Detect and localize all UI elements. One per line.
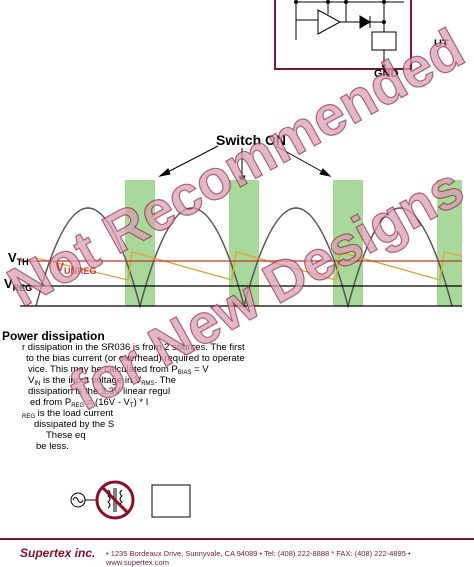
vth-label: VTH xyxy=(8,250,29,267)
vunreg-label: VUNREG xyxy=(56,260,97,276)
ut-label: UT xyxy=(434,38,449,50)
prohibition-icon xyxy=(95,480,135,520)
body-line-7: REG is the load current xyxy=(22,408,114,420)
band-2 xyxy=(229,180,259,306)
footer: Supertex inc. • 1235 Bordeaux Drive, Sun… xyxy=(0,538,474,567)
body-line-9: These eq xyxy=(46,430,86,441)
band-4 xyxy=(437,180,462,306)
waveform-diagram xyxy=(20,145,463,309)
body-line-8: dissipated by the S xyxy=(34,419,115,430)
body-line-5: dissipation is the 3.3V linear regul xyxy=(28,386,171,397)
body-line-1: r dissipation in the SR036 is from 2 sou… xyxy=(22,342,245,353)
band-1 xyxy=(125,180,155,306)
arrow-left xyxy=(159,145,219,177)
load-box xyxy=(151,484,191,518)
body-line-2: to the bias current (or overhead) requir… xyxy=(26,353,245,364)
circuit-frame xyxy=(274,0,412,70)
vunreg-sawtooth xyxy=(35,251,463,281)
body-line-3: vice. This may be calculated from PBIAS … xyxy=(28,364,209,376)
body-line-4: VIN is the input voltage in VRMS. The xyxy=(28,375,177,387)
body-line-6: ed from PREG = (16V - VT) * I xyxy=(30,397,149,409)
switch-on-label: Switch ON xyxy=(216,132,287,148)
body-line-10: be less. xyxy=(36,441,69,452)
band-3 xyxy=(333,180,363,306)
circuit-schematic xyxy=(294,0,404,68)
arrow-right xyxy=(275,145,331,177)
footer-address: • 1235 Bordeaux Drive, Sunnyvale, CA 940… xyxy=(106,549,411,567)
bottom-circuit xyxy=(70,480,191,520)
switch-on-bands xyxy=(125,180,462,306)
footer-brand: Supertex inc. xyxy=(20,546,96,560)
gnd-label: GND xyxy=(374,68,399,80)
section-heading: Power dissipation xyxy=(2,329,105,343)
vreg-label: VREG xyxy=(4,276,33,293)
